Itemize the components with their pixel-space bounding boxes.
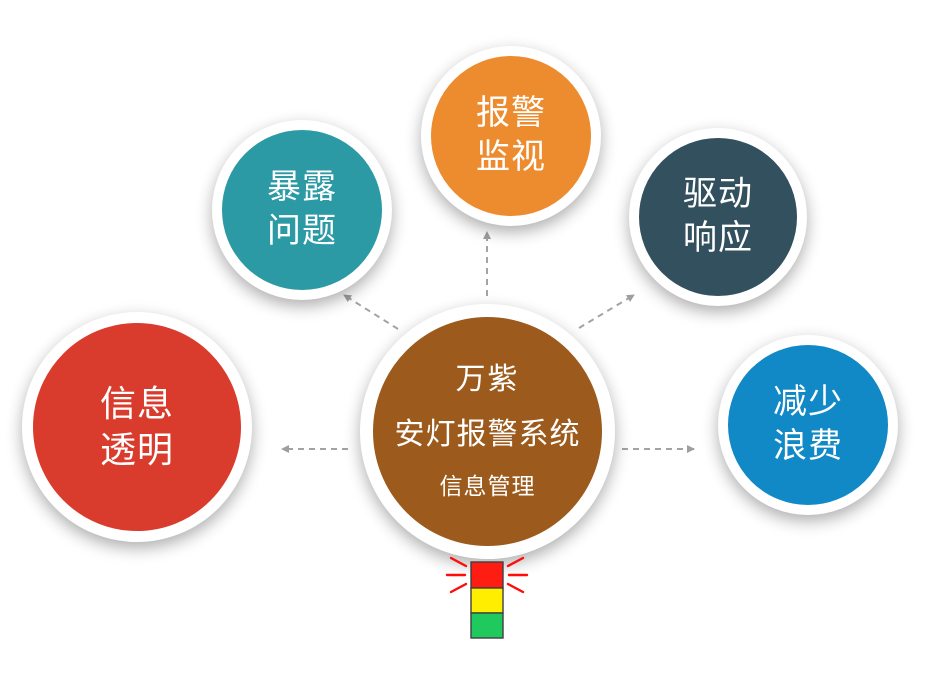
label-line: 驱动 (683, 175, 753, 214)
label-line: 暴露 (267, 168, 337, 207)
ray (449, 582, 468, 594)
node-alarm-monitoring: 报警 监视 (421, 46, 601, 226)
node-reduce-waste-label: 减少 浪费 (773, 381, 843, 468)
ray (506, 556, 525, 568)
center-title-line1: 万紫 (455, 363, 520, 397)
node-reduce-waste: 减少 浪费 (718, 335, 898, 515)
node-alarm-monitoring-label: 报警 监视 (476, 92, 546, 179)
node-expose-problems-label: 暴露 问题 (267, 166, 337, 253)
andon-alert-rays (445, 556, 529, 594)
center-node-label: 万紫 安灯报警系统 信息管理 (395, 361, 581, 501)
andon-yellow-segment (470, 587, 504, 614)
center-node: 万紫 安灯报警系统 信息管理 (360, 304, 615, 559)
label-line: 信息 (99, 382, 174, 424)
center-title-line2: 安灯报警系统 (394, 417, 581, 451)
node-info-transparency: 信息 透明 (22, 312, 252, 542)
label-line: 监视 (476, 138, 546, 176)
label-line: 浪费 (773, 427, 843, 465)
arrow-to-expose-problems (343, 294, 399, 330)
andon-red-segment (470, 561, 504, 589)
node-expose-problems: 暴露 问题 (212, 120, 392, 300)
node-info-transparency-label: 信息 透明 (100, 381, 174, 473)
center-title-line3: 信息管理 (439, 473, 536, 500)
label-line: 透明 (99, 429, 174, 470)
node-drive-response: 驱动 响应 (629, 128, 807, 306)
label-line: 减少 (773, 383, 843, 422)
andon-light-icon (445, 556, 529, 639)
ray (449, 556, 468, 568)
andon-green-segment (470, 612, 504, 639)
node-drive-response-label: 驱动 响应 (683, 173, 753, 260)
label-line: 问题 (267, 212, 337, 250)
ray (506, 582, 525, 594)
arrow-to-drive-response (578, 294, 635, 329)
label-line: 响应 (683, 219, 753, 257)
label-line: 报警 (476, 94, 546, 133)
